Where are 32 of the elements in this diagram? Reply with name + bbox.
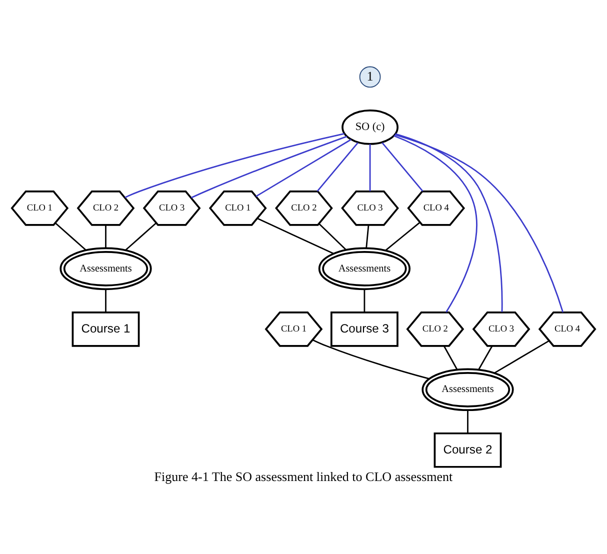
label: 1 [366,68,374,83]
connector [256,138,352,197]
connector [394,134,478,312]
connector [467,410,468,433]
connector [443,345,458,370]
connector [395,132,503,312]
connector [124,132,344,198]
node-box: Course 3 [330,310,398,346]
connector [318,222,346,250]
connector [54,222,86,250]
connector [105,224,106,248]
connector [257,217,334,254]
connector [366,224,370,248]
connector [385,221,420,250]
connector [478,345,493,370]
node-ellipse: Assessments [60,246,152,290]
connector [364,288,366,312]
node-ellipse: SO (c) [342,109,398,144]
connector [312,338,430,380]
connector [125,222,157,250]
connector [394,134,564,312]
node-ellipse: Assessments [422,368,514,411]
caption: Figure 4-1 The SO assessment linked to CLO assessment [154,468,453,484]
connector [105,288,106,312]
connector [369,144,371,191]
connector [316,142,358,192]
node-ellipse: Assessments [318,246,411,290]
node-box: Course 1 [72,310,140,346]
connector [190,135,348,198]
connector [494,340,550,374]
node-box: Course 2 [434,432,502,468]
connector [382,142,424,192]
